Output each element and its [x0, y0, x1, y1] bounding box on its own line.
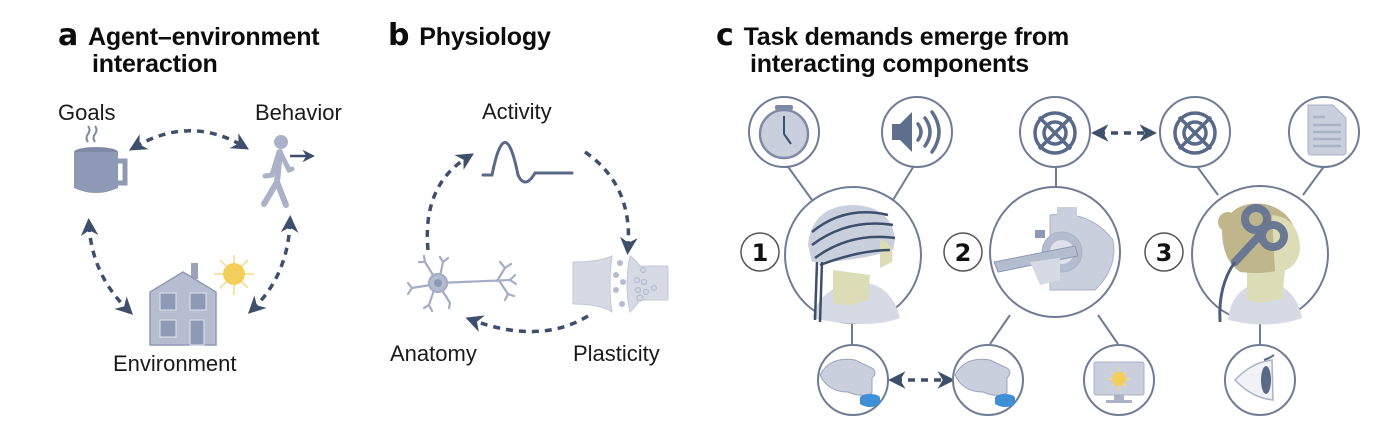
- activity-label: Activity: [482, 99, 552, 124]
- setup-1-number: 1: [752, 239, 769, 267]
- document-component: [1288, 96, 1360, 168]
- walking-person-icon: [261, 135, 315, 208]
- target-icon: [1033, 111, 1077, 155]
- speaker-icon: [892, 110, 941, 154]
- plasticity-label: Plasticity: [573, 341, 660, 366]
- arrow-goals-behavior: [128, 129, 250, 151]
- action-potential-icon: [481, 141, 574, 184]
- setup-2-mri: [989, 186, 1121, 318]
- panel-a-title-line2: interaction: [92, 50, 218, 78]
- arrow-goals-environment: [80, 218, 134, 315]
- goals-label: Goals: [58, 100, 116, 125]
- target-component-1: [1019, 96, 1091, 168]
- monitor-component: [1083, 344, 1155, 416]
- panel-a-title-line1: Agent–environment: [88, 23, 320, 51]
- coffee-mug-icon: [74, 125, 128, 193]
- setup-3-number: 3: [1156, 239, 1173, 267]
- button-press-icon: [819, 358, 880, 407]
- document-icon: [1307, 104, 1347, 156]
- eeg-cap-icon: [808, 205, 900, 324]
- panel-c-title-line1: Task demands emerge from: [743, 23, 1070, 51]
- setup-1-eeg: [784, 186, 922, 324]
- panel-c-title-line2: interacting components: [750, 50, 1029, 78]
- arrow-plasticity-anatomy: [465, 314, 589, 334]
- house-icon: [149, 263, 217, 346]
- monitor-icon: [1093, 361, 1145, 403]
- button-press-icon: [954, 358, 1015, 407]
- target-component-2: [1159, 96, 1231, 168]
- button-press-component-1: [817, 344, 889, 416]
- sun-icon: [214, 255, 254, 295]
- tms-coil-icon: [1218, 203, 1302, 325]
- anatomy-label: Anatomy: [390, 341, 477, 366]
- setup-3-tms: [1191, 185, 1329, 325]
- panel-b-letter: b: [388, 18, 410, 53]
- button-press-component-2: [952, 344, 1024, 416]
- target-icon: [1173, 111, 1217, 155]
- panel-c-title: c Task demands emerge from interacting co…: [716, 21, 1070, 78]
- panel-b-title-text: Physiology: [419, 23, 551, 51]
- mri-scanner-icon: [993, 207, 1115, 291]
- eye-component: [1224, 344, 1296, 416]
- speaker-component: [881, 96, 953, 168]
- panel-c-letter: c: [716, 18, 734, 53]
- arrow-behavior-environment: [247, 215, 299, 314]
- arrow-activity-plasticity: [584, 150, 638, 255]
- synapse-icon: [572, 255, 669, 314]
- setup-1-badge: 1: [740, 232, 780, 272]
- neuron-icon: [406, 254, 518, 313]
- connector-lines: [785, 163, 1326, 345]
- environment-label: Environment: [113, 351, 237, 376]
- stopwatch-icon: [758, 105, 810, 160]
- arrow-anatomy-activity: [425, 153, 474, 251]
- setup-2-number: 2: [955, 239, 972, 267]
- behavior-label: Behavior: [255, 100, 342, 125]
- panel-a-title: a Agent–environment interaction: [58, 21, 320, 78]
- stopwatch-component: [748, 96, 820, 168]
- eye-icon: [1233, 354, 1275, 401]
- setup-3-badge: 3: [1144, 232, 1184, 272]
- panel-a-letter: a: [58, 18, 79, 53]
- setup-2-badge: 2: [943, 232, 983, 272]
- panel-b-title: b Physiology: [388, 21, 551, 51]
